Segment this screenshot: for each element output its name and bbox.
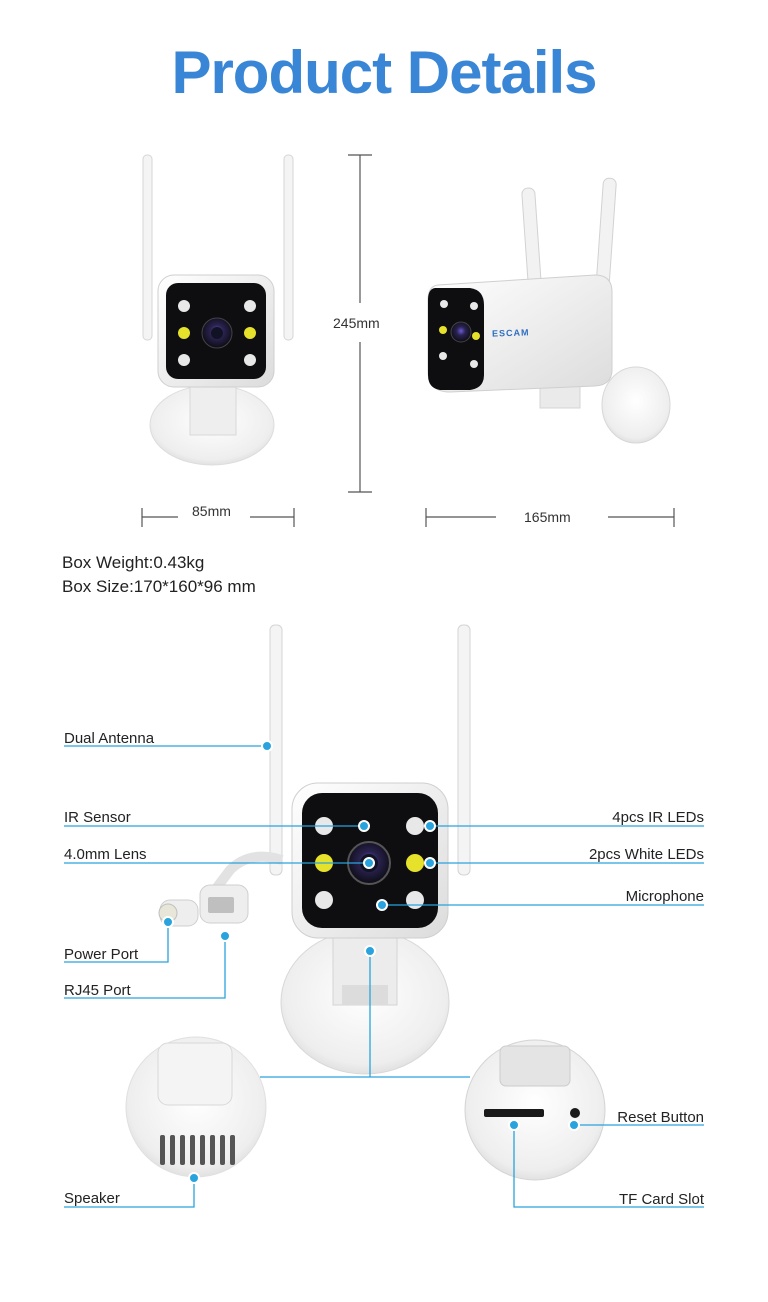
dot-white-leds <box>424 857 436 869</box>
brand-logo: ESCAM <box>491 327 530 339</box>
label-ir-sensor: IR Sensor <box>64 809 131 826</box>
side-view-camera <box>427 177 671 444</box>
dot-base <box>364 945 376 957</box>
dot-speaker <box>188 1172 200 1184</box>
length-label: 165mm <box>524 509 571 525</box>
dot-microphone <box>376 899 388 911</box>
height-dimension <box>348 154 372 493</box>
label-dual-antenna: Dual Antenna <box>64 730 155 747</box>
box-size: Box Size:170*160*96 mm <box>62 577 256 596</box>
length-dimension <box>425 508 675 527</box>
width-label: 85mm <box>192 503 231 519</box>
front-view-camera <box>142 154 294 466</box>
label-microphone: Microphone <box>625 888 704 905</box>
label-lens: 4.0mm Lens <box>64 846 147 863</box>
dot-lens <box>363 857 375 869</box>
height-label: 245mm <box>333 315 380 331</box>
label-tf-card-slot: TF Card Slot <box>618 1191 704 1208</box>
dot-tf-card-slot <box>508 1119 520 1131</box>
tf-card-closeup <box>464 1039 606 1181</box>
dot-reset-button <box>568 1119 580 1131</box>
speaker-closeup <box>125 1036 267 1178</box>
dot-power-port <box>162 916 174 928</box>
label-white-leds: 2pcs White LEDs <box>588 846 704 863</box>
label-power-port: Power Port <box>64 946 139 963</box>
detail-camera <box>158 624 471 1075</box>
box-weight: Box Weight:0.43kg <box>62 553 205 572</box>
dot-ir-sensor <box>358 820 370 832</box>
width-dimension <box>141 508 295 527</box>
callout-dots <box>162 740 580 1184</box>
dot-dual-antenna <box>261 740 273 752</box>
label-ir-leds: 4pcs IR LEDs <box>612 809 704 826</box>
dot-rj45-port <box>219 930 231 942</box>
label-rj45-port: RJ45 Port <box>64 982 131 999</box>
label-speaker: Speaker <box>64 1190 120 1207</box>
dot-ir-leds <box>424 820 436 832</box>
label-reset-button: Reset Button <box>617 1109 704 1126</box>
page-title: Product Details <box>171 39 597 106</box>
callout-lines <box>64 745 704 1208</box>
